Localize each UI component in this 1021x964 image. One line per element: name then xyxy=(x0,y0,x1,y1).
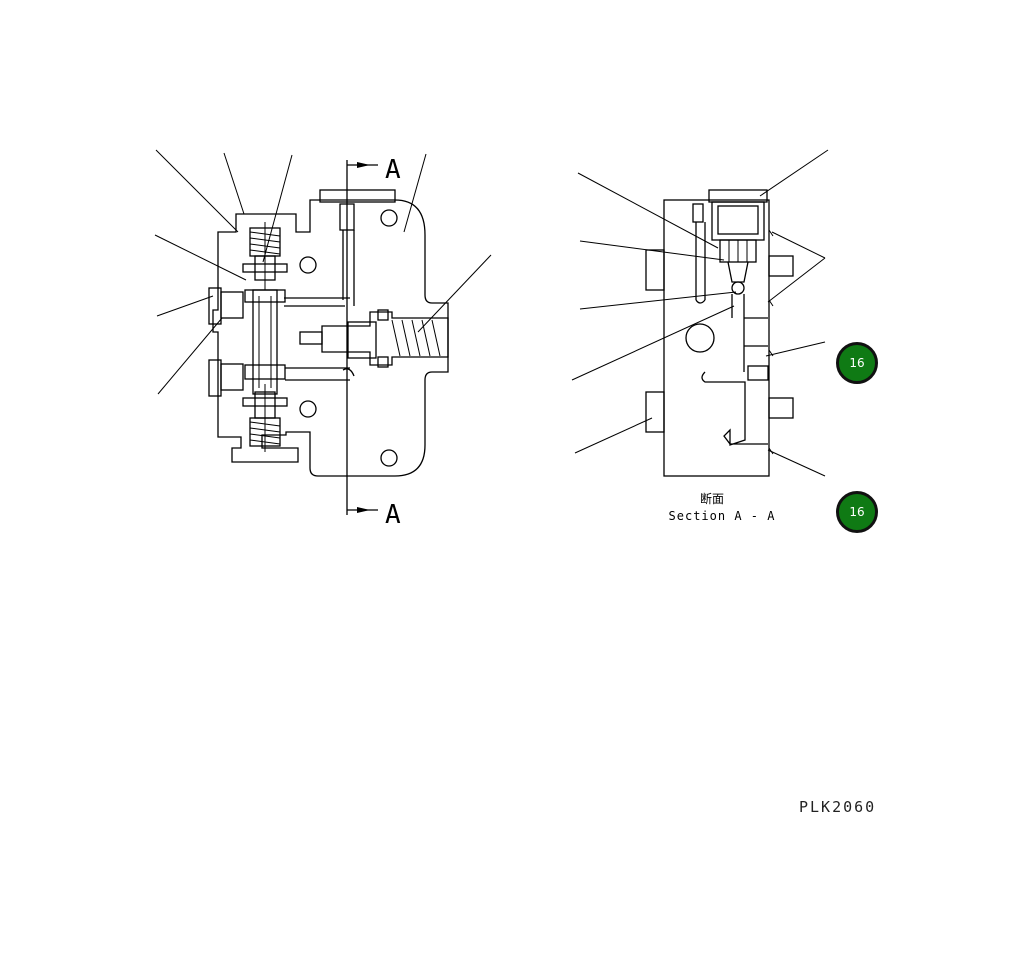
left-view-vertical-passage xyxy=(339,203,355,377)
left-view-center-spool xyxy=(244,289,286,395)
left-view-valve-body xyxy=(212,189,449,477)
right-view-side-plugs xyxy=(768,229,794,455)
callout-badge-16-upper[interactable]: 16 xyxy=(836,342,878,384)
callout-badge-label: 16 xyxy=(849,356,865,370)
left-view-side-plugs xyxy=(208,287,350,397)
drawing-id: PLK2060 xyxy=(799,798,877,816)
callout-badge-16-lower[interactable]: 16 xyxy=(836,491,878,533)
callout-badge-label: 16 xyxy=(849,505,865,519)
section-mark-top: A xyxy=(385,155,401,185)
right-view-top-cartridge xyxy=(708,189,768,318)
section-caption-english: Section A - A xyxy=(668,509,776,523)
section-mark-bottom: A xyxy=(385,500,401,530)
section-caption-japanese: 断面 xyxy=(699,492,724,506)
right-view-passages xyxy=(692,203,769,446)
left-view-relief-cartridge xyxy=(299,309,449,368)
left-view-leader-lines xyxy=(154,149,492,395)
section-line-a-a: A A xyxy=(346,155,401,530)
left-view-bottom-spring xyxy=(242,384,288,452)
right-view-leader-lines xyxy=(571,149,829,477)
